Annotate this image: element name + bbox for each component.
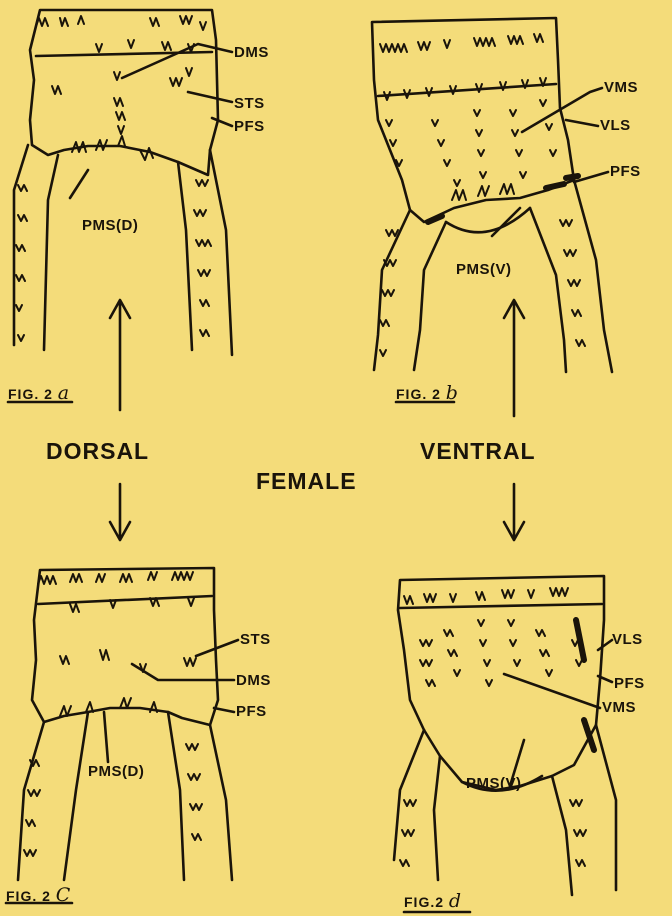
fig-2a-pfs-label: PFS — [234, 119, 265, 134]
fig-2d-pms-label: PMS(V) — [466, 776, 522, 791]
fig-2b-caption-prefix: FIG. 2 — [396, 386, 441, 402]
fig-2c-right-leg — [168, 712, 232, 880]
fig-2a-dms-label: DMS — [234, 45, 269, 60]
fig-2c-pfs-label: PFS — [236, 704, 267, 719]
fig-2b-vls-label: VLS — [600, 118, 631, 133]
right-arrow-up — [504, 300, 524, 416]
fig-2c-leader-dms — [132, 664, 234, 680]
fig-2b-right-leg — [530, 180, 612, 372]
fig-2b-vms-label: VMS — [604, 80, 638, 95]
right-arrow-down — [504, 484, 524, 540]
fig-2c-caption-letter: C — [56, 884, 72, 906]
fig-2a-sts-label: STS — [234, 96, 265, 111]
fig-2b-left-leg — [374, 210, 446, 370]
fig-2a-leader-sts — [188, 92, 232, 102]
fig-2b-pfs-label: PFS — [610, 164, 641, 179]
fig-2d-caption-prefix: FIG.2 — [404, 894, 444, 910]
fig-2d-pfs-label: PFS — [614, 676, 645, 691]
fig-2b-leader-vls — [566, 120, 598, 126]
fig-2c-dms-label: DMS — [236, 673, 271, 688]
fig-2a-pms-label: PMS(D) — [82, 218, 138, 233]
fig-2a-pms-line — [70, 170, 88, 198]
fig-2a-caption-prefix: FIG. 2 — [8, 386, 53, 402]
female-heading: FEMALE — [256, 470, 357, 493]
left-arrow-down — [110, 484, 130, 540]
fig-2c-leader-pfs — [214, 708, 234, 712]
fig-2d-vls-label: VLS — [612, 632, 643, 647]
fig-2c-caption: FIG. 2 C — [6, 886, 71, 905]
fig-2d-vms-label: VMS — [602, 700, 636, 715]
left-arrow-up — [110, 300, 130, 410]
fig-2d-line — [400, 604, 602, 608]
center-arrows — [110, 300, 524, 540]
fig-2a-dms-line — [36, 52, 212, 56]
fig-2d-caption-letter: d — [449, 890, 462, 912]
dorsal-heading: DORSAL — [46, 440, 149, 463]
fig-2d-leader-vms — [504, 674, 600, 708]
fig-2d-drawing — [394, 576, 616, 912]
fig-2b-drawing — [372, 18, 612, 402]
fig-2c-line — [38, 596, 212, 604]
fig-2c-caption-prefix: FIG. 2 — [6, 888, 51, 904]
fig-2b-pms-label: PMS(V) — [456, 262, 512, 277]
fig-2a-right-leg — [178, 150, 232, 355]
fig-2c-sts-label: STS — [240, 632, 271, 647]
fig-2d-leader-vls — [598, 640, 612, 650]
fig-2b-pms-leader — [492, 208, 520, 236]
ventral-heading: VENTRAL — [420, 440, 536, 463]
fig-2d-caption: FIG.2 d — [404, 892, 462, 911]
fig-2a-caption: FIG. 2 a — [8, 384, 70, 403]
fig-2b-caption: FIG. 2 b — [396, 384, 459, 403]
fig-2b-caption-letter: b — [446, 382, 459, 404]
fig-2c-pms-leader — [104, 712, 108, 762]
fig-2d-right-leg — [552, 725, 616, 895]
fig-2a-leader-pfs — [212, 118, 232, 126]
fig-2d-left-leg — [394, 730, 440, 880]
fig-2a-caption-letter: a — [58, 382, 70, 404]
fig-2c-pms-label: PMS(D) — [88, 764, 144, 779]
fig-2c-drawing — [6, 568, 238, 903]
